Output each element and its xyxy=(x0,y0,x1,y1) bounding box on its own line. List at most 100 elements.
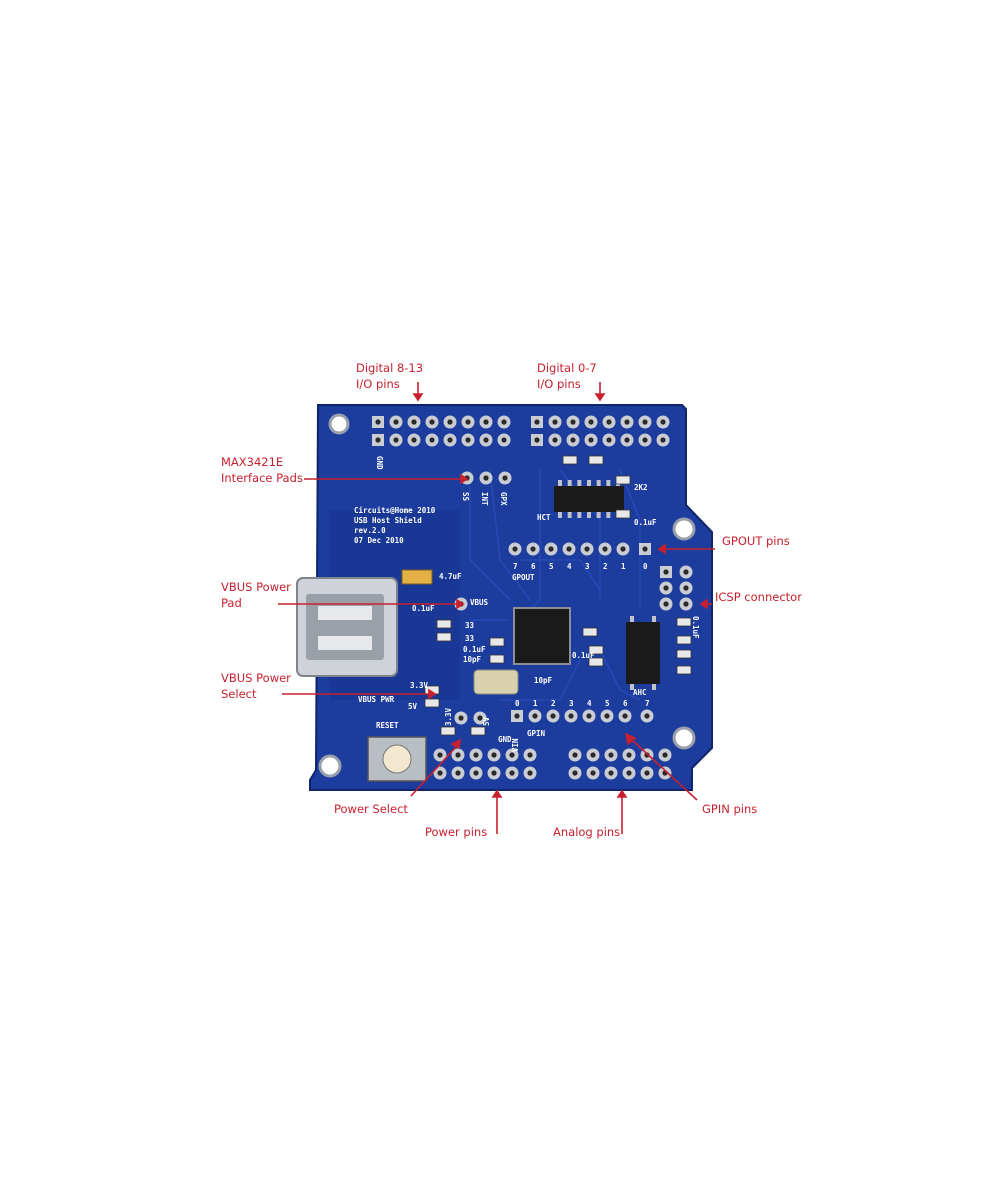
silk-cap-icsp: 0.1uF xyxy=(691,616,700,639)
header-pin xyxy=(461,433,475,447)
tantalum-capacitor xyxy=(401,569,433,585)
header-pin xyxy=(638,433,652,447)
power-pin xyxy=(487,766,501,780)
silk-cap-47: 4.7uF xyxy=(439,572,462,581)
analog-pin xyxy=(586,766,600,780)
silk-cap-10pf-b: 10pF xyxy=(534,676,553,685)
silk-reset: RESET xyxy=(376,721,399,730)
gpin-pin xyxy=(564,709,578,723)
silk-sel-5v: 5V xyxy=(482,716,491,726)
callout-line: GPOUT pins xyxy=(722,534,790,548)
crystal xyxy=(473,669,519,695)
icsp-pin xyxy=(679,581,693,595)
header-pin xyxy=(620,433,634,447)
power-pin xyxy=(469,766,483,780)
analog-pin xyxy=(568,748,582,762)
callout-line: Pad xyxy=(221,596,242,610)
gpout-pin xyxy=(508,542,522,556)
header-pin xyxy=(531,434,543,446)
callout-analog-pins: Analog pins xyxy=(553,824,620,840)
gpin-pin xyxy=(618,709,632,723)
header-pin xyxy=(656,433,670,447)
silk-header-line: USB Host Shield xyxy=(354,516,422,525)
callout-gpout: GPOUT pins xyxy=(722,533,790,549)
header-pin xyxy=(548,433,562,447)
callout-icsp: ICSP connector xyxy=(715,589,802,605)
silk-gpin-number: 3 xyxy=(569,699,574,708)
callout-line: Power pins xyxy=(425,825,488,839)
gpout-pin xyxy=(580,542,594,556)
callout-digital-0-7: Digital 0-7 I/O pins xyxy=(537,360,597,392)
callout-line: ICSP connector xyxy=(715,590,802,604)
smd-component xyxy=(582,627,598,637)
silk-header-line: 07 Dec 2010 xyxy=(354,536,404,545)
smd-component xyxy=(562,455,578,465)
header-pin xyxy=(602,415,616,429)
silk-r33a: 33 xyxy=(465,621,475,630)
callout-vbus-select: VBUS Power Select xyxy=(221,670,291,702)
header-pin xyxy=(566,433,580,447)
smd-component xyxy=(588,645,604,655)
gpin-pin xyxy=(511,710,523,722)
callout-line: I/O pins xyxy=(537,377,581,391)
analog-pin xyxy=(658,748,672,762)
gpout-pin xyxy=(598,542,612,556)
header-pin xyxy=(531,416,543,428)
callout-line: I/O pins xyxy=(356,377,400,391)
silk-gpin-number: 2 xyxy=(551,699,556,708)
smd-component xyxy=(489,654,505,664)
silk-gpin: GPIN xyxy=(527,729,546,738)
header-pin xyxy=(389,415,403,429)
silk-ss: SS xyxy=(461,492,470,502)
header-pin xyxy=(407,415,421,429)
silk-cap-10pf-a: 10pF xyxy=(463,655,482,664)
icsp-pin xyxy=(660,566,672,578)
callout-line: Power Select xyxy=(334,802,408,816)
header-pin xyxy=(425,433,439,447)
silk-gpin-number: 0 xyxy=(515,699,520,708)
silk-gpin-number: 7 xyxy=(645,699,650,708)
header-pin xyxy=(584,415,598,429)
interface-pad xyxy=(479,471,493,485)
header-pin xyxy=(584,433,598,447)
gpin-pin xyxy=(600,709,614,723)
power-pin-top xyxy=(469,748,483,762)
silk-cap-top: 0.1uF xyxy=(634,518,657,527)
annotation-arrows xyxy=(278,382,715,834)
header-pin xyxy=(372,434,384,446)
power-pin-top xyxy=(433,748,447,762)
gpin-pin xyxy=(528,709,542,723)
smd-component xyxy=(676,635,692,645)
jumper-pad xyxy=(473,711,487,725)
icsp-pin xyxy=(659,581,673,595)
gpout-pin xyxy=(616,542,630,556)
smd-component xyxy=(676,665,692,675)
gpin-pin xyxy=(640,709,654,723)
smd-component xyxy=(588,455,604,465)
reset-button xyxy=(367,736,427,782)
silk-gpout-number: 5 xyxy=(549,562,554,571)
silk-r33b: 33 xyxy=(465,634,475,643)
silk-gpin-number: 1 xyxy=(533,699,538,708)
header-pin xyxy=(638,415,652,429)
silk-gpout-number: 3 xyxy=(585,562,590,571)
power-pin xyxy=(451,766,465,780)
callout-line: GPIN pins xyxy=(702,802,758,816)
smd-component xyxy=(440,726,456,736)
power-pin-top xyxy=(523,748,537,762)
power-pin xyxy=(433,766,447,780)
analog-pin xyxy=(622,748,636,762)
silk-5v: 5V xyxy=(408,702,418,711)
silk-gpout-number: 4 xyxy=(567,562,572,571)
silk-gpout-number: 1 xyxy=(621,562,626,571)
gpin-pin xyxy=(582,709,596,723)
power-pin-top xyxy=(487,748,501,762)
smd-component xyxy=(615,509,631,519)
header-pin xyxy=(602,433,616,447)
silk-gpin-number: 5 xyxy=(605,699,610,708)
power-pin-top xyxy=(505,748,519,762)
smd-component xyxy=(676,649,692,659)
icsp-pin xyxy=(659,597,673,611)
header-pin xyxy=(497,433,511,447)
